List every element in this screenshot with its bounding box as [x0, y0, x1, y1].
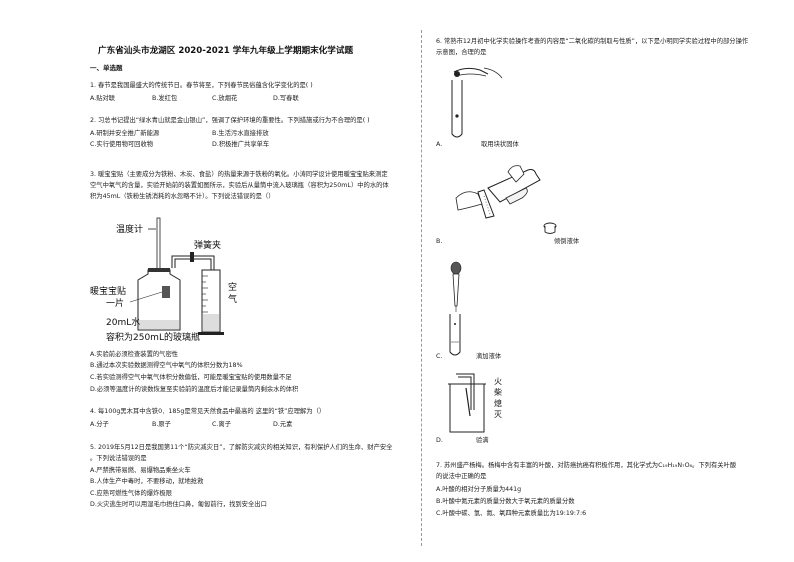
question-4-option-a: A.分子: [90, 421, 109, 428]
question-1-option-a: A.贴对联: [90, 95, 116, 102]
question-5-option-c: C.应熟可燃性气体的爆炸极限: [90, 490, 172, 497]
left-column: 广东省汕头市龙湖区 2020-2021 学年九年级上学期期末化学试题 一、单选题…: [90, 46, 393, 508]
question-7-line-2: 的说法中正确的是: [436, 473, 487, 480]
question-7-option-c: C.叶酸中碳、氢、氮、氧四种元素质量比为19:19:7:6: [436, 510, 587, 517]
question-3-option-c: C.若实验测得空气中氧气体积分数偏低，可能是暖宝宝贴的使用数量不足: [90, 374, 292, 381]
match-text-2: 柴: [494, 387, 502, 397]
question-4-stem: 4. 每100g黑木耳中含铁0．185g是常见天然食品中最高的 这里的“铁”应理…: [90, 408, 326, 415]
question-1-option-b: B.发红包: [152, 95, 178, 102]
figure-a-solid-into-tube: [451, 67, 503, 138]
air-label-1: 空: [228, 281, 237, 293]
question-3-line-3: 积为45mL（铁粉生锈消耗的水忽略不计）。下列说法错误的是（）: [90, 193, 275, 200]
warmer-patch-apparatus-figure: 温度计 弹簧夹: [90, 217, 237, 343]
question-4-option-c: C.离子: [212, 421, 231, 428]
question-3-line-1: 3. 暖宝宝贴（主要成分为铁粉、木炭、食盐）的热量来源于铁粉的氧化。小涛同学设计…: [90, 171, 388, 178]
patch-label: 暖宝宝贴: [90, 285, 126, 297]
page-title: 广东省汕头市龙湖区 2020-2021 学年九年级上学期期末化学试题: [98, 46, 354, 56]
question-5-option-b: B.人体生产中毒时，不要移动，就地抢救: [90, 478, 204, 485]
question-3-option-a: A.实验前必须检查装置的气密性: [90, 351, 179, 358]
option-c-caption: 滴加液体: [476, 353, 502, 360]
clamp-label: 弹簧夹: [194, 239, 221, 251]
option-b-caption: 倾倒液体: [554, 238, 580, 245]
option-d-label: D.: [436, 437, 443, 444]
question-5-option-a: A.严禁携带易燃、易爆物品乘坐火车: [90, 467, 191, 474]
question-6-line-2: 示意图，合理的是: [436, 49, 487, 56]
right-column: 6. 常熟市12月初中化学实验操作考查的内容是“二氧化碳的制取与性质”，以下是小…: [426, 0, 794, 562]
thermometer-label: 温度计: [116, 223, 143, 235]
question-2-option-c: C.实行使用物可回收物: [90, 141, 154, 148]
figure-c-dropper-liquid: [449, 261, 462, 356]
question-5-line-2: 。下列说法错误的是: [90, 455, 147, 462]
match-text-3: 熄: [494, 398, 502, 408]
question-2-stem: 2. 习总书记提出“绿水青山就是金山银山”，强调了保护环境的重要性。下列措施或行…: [90, 117, 370, 124]
question-5-line-1: 5. 2019年5月12日是我国第11个“防灾减灾日”，了解防灾减灾的相关知识，…: [90, 444, 393, 451]
column-divider: [421, 30, 422, 546]
bottle-capacity-label: 容积为250mL的玻璃瓶: [106, 331, 200, 343]
section-heading: 一、单选题: [90, 64, 123, 72]
question-7-line-1: 7. 苏州盛产杨梅。杨梅中含有丰富的叶酸，对防癌抗癌有积极作用，其化学式为C₁₉…: [436, 462, 737, 469]
air-label-2: 气: [228, 293, 237, 305]
question-2-option-b: B.生活污水直接排放: [212, 130, 269, 137]
question-4-option-d: D.元素: [273, 421, 293, 428]
patch-label-2: 一片: [106, 297, 124, 309]
question-1-option-d: D.写春联: [273, 95, 299, 102]
water-label: 20mL水: [106, 316, 140, 328]
question-7-option-b: B.叶酸中氮元素的质量分数大于氧元素的质量分数: [436, 498, 575, 505]
question-3-option-b: B.通过本次实验数据测得空气中氧气的体积分数为18%: [90, 362, 243, 369]
option-a-label: A.: [436, 141, 443, 148]
match-text-4: 灭: [494, 410, 502, 419]
question-1-option-c: C.放烟花: [212, 95, 238, 102]
option-c-label: C.: [436, 353, 443, 360]
figure-b-pouring-liquid: [455, 165, 557, 234]
option-a-caption: 取用块状固体: [481, 141, 519, 148]
question-2-option-d: D.积极推广共享单车: [212, 141, 270, 148]
question-1-stem: 1. 春节是我国最盛大的传统节日。春节将至，下列春节民俗蕴含化学变化的是( ): [90, 82, 313, 89]
question-4-option-b: B.原子: [152, 421, 171, 428]
option-b-label: B.: [436, 238, 443, 245]
option-d-caption: 验满: [476, 437, 489, 444]
question-5-option-d: D.火灾逃生时可以用湿毛巾捂住口鼻，匍匐前行，找到安全出口: [90, 501, 267, 508]
match-text-1: 火: [494, 377, 502, 386]
question-3-line-2: 空气中氧气的含量，实验开始前的装置如图所示，实验后从量筒中流入玻璃瓶（容积为25…: [90, 182, 389, 189]
figure-d-verify-full: 火 柴 熄 灭: [448, 373, 502, 433]
question-6-line-1: 6. 常熟市12月初中化学实验操作考查的内容是“二氧化碳的制取与性质”，以下是小…: [436, 38, 749, 45]
question-7-option-a: A.叶酸的相对分子质量为441g: [436, 486, 522, 493]
question-2-option-a: A.研制并安全推广新能源: [90, 130, 160, 137]
question-3-option-d: D.必须等温度计的读数恢复至实验前的温度后才能记录量筒内剩余水的体积: [90, 386, 299, 393]
